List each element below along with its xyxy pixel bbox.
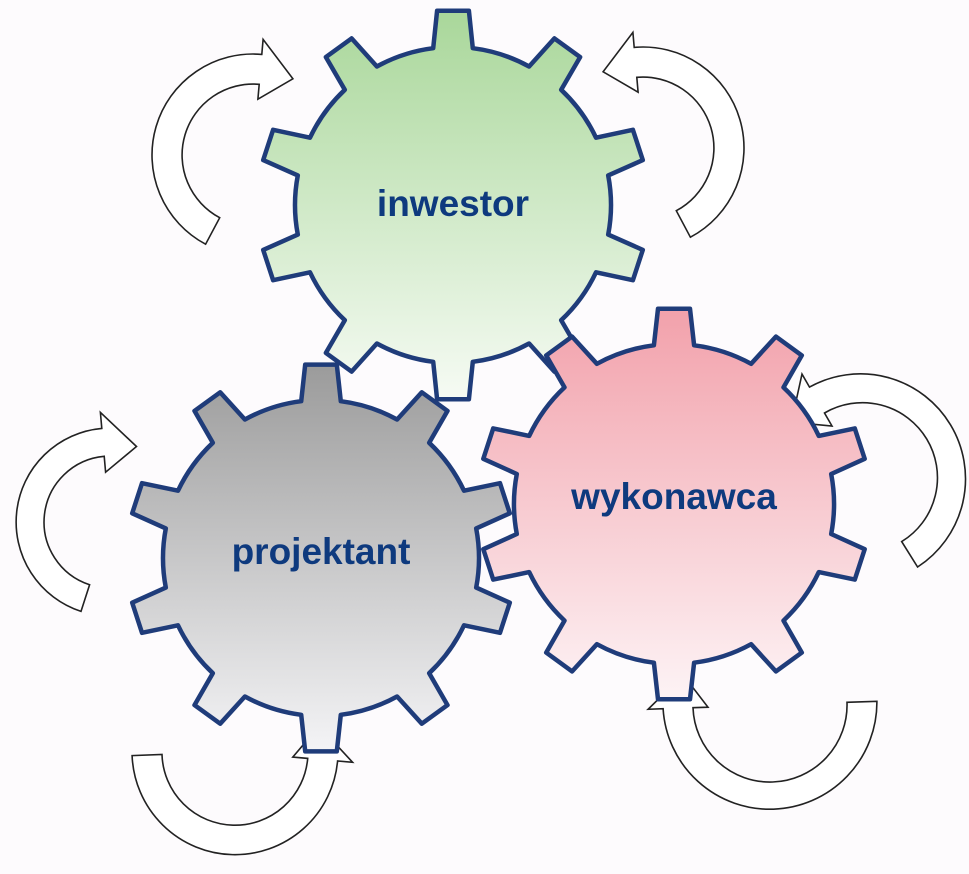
gear-wykonawca: wykonawca <box>481 306 867 702</box>
gear-label-wykonawca: wykonawca <box>570 476 777 517</box>
curved-arrow-icon <box>131 724 355 856</box>
gear-inwestor: inwestor <box>260 8 646 402</box>
gear-label-projektant: projektant <box>232 531 411 572</box>
gear-projektant: projektant <box>129 362 513 754</box>
gear-icon <box>129 362 513 754</box>
curved-arrow-icon <box>601 30 745 239</box>
gear-label-inwestor: inwestor <box>377 183 529 224</box>
gear-icon <box>260 8 646 402</box>
gear-icon <box>481 306 867 702</box>
curved-arrow-icon <box>790 371 967 569</box>
curved-arrow-icon <box>15 410 138 613</box>
curved-arrow-icon <box>646 673 878 811</box>
arrows-group <box>15 30 967 856</box>
curved-arrow-icon <box>151 37 295 246</box>
